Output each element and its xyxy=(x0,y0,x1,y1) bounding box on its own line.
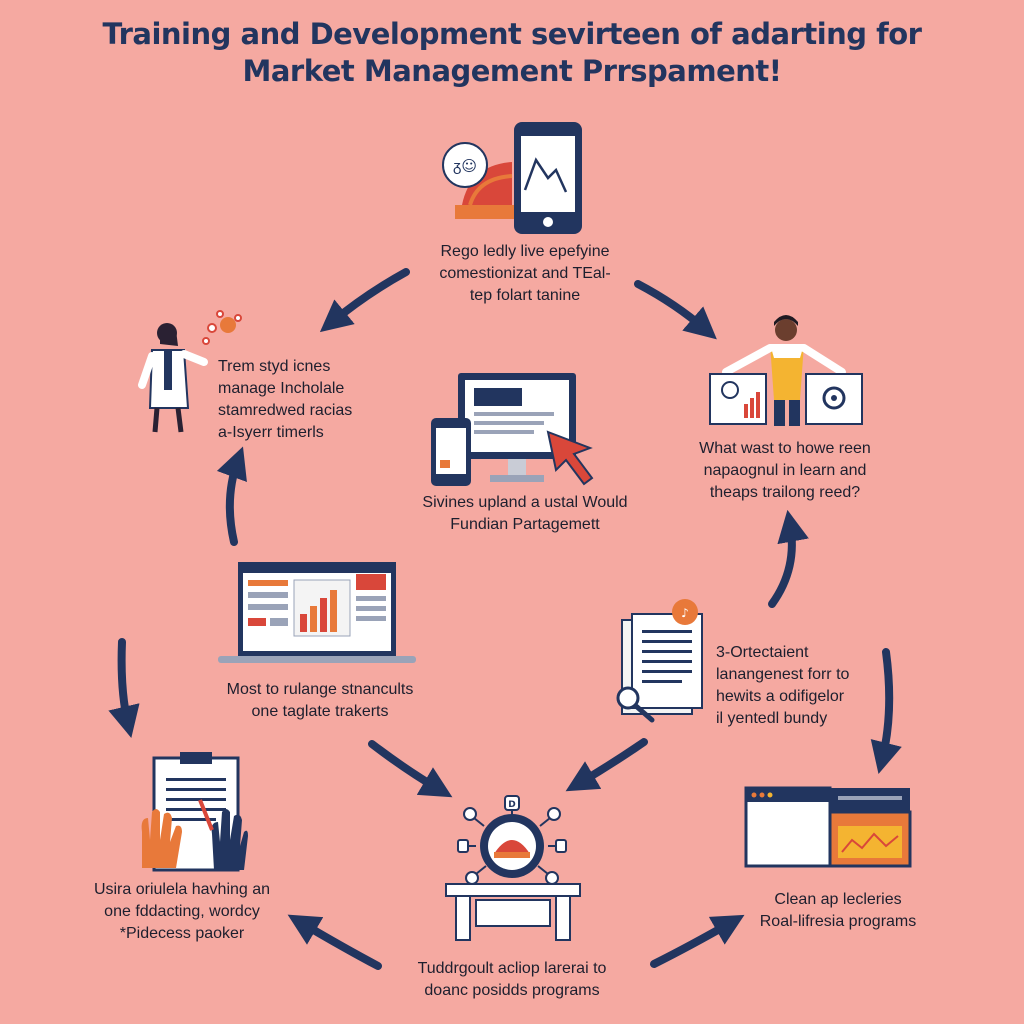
monitor-with-cursor-illustration xyxy=(431,373,594,486)
hand-navy-icon xyxy=(211,809,248,870)
caption-center-line-1: Sivines upland a ustal Would xyxy=(422,494,628,511)
phone-chart-illustration: ᵹ☺ xyxy=(442,122,582,234)
presenter-with-boards-illustration xyxy=(709,315,863,426)
browser-windows-illustration xyxy=(744,786,912,868)
hand-orange-icon xyxy=(141,809,182,868)
arrow-down-left-edge xyxy=(108,638,140,739)
caption-left-upper-line-4: a-Isyerr timerls xyxy=(218,424,324,441)
scientist-figure-icon xyxy=(138,310,242,433)
caption-right-upper-line-3: theaps trailong reed? xyxy=(709,484,861,501)
caption-bottom-left-line-3: *Pidecess paoker xyxy=(119,925,245,942)
title-line-2: Market Management Prrspament! xyxy=(242,54,783,88)
arrow-up-right-side xyxy=(768,509,809,608)
caption-left-upper-line-3: stamredwed racias xyxy=(218,402,353,419)
hub-badge-text: D xyxy=(508,800,515,810)
caption-center: Sivines upland a ustal Would Fundian Par… xyxy=(380,492,670,536)
caption-bottom-left-line-2: one fddacting, wordcy xyxy=(104,903,260,920)
chat-bubble-icon: ᵹ☺ xyxy=(442,142,488,188)
caption-left-upper-line-2: manage Incholale xyxy=(218,380,345,397)
arrow-top-to-right xyxy=(634,280,717,340)
caption-right-upper-line-1: What wast to howe reen xyxy=(699,440,871,457)
caption-bottom-center-line-1: Tuddrgoult acliop larerai to xyxy=(417,960,607,977)
caption-top-line-1: Rego ledly live epefyine xyxy=(440,243,610,260)
arrow-down-right-edge xyxy=(870,648,902,774)
caption-left-middle-line-1: Most to rulange stnancults xyxy=(226,681,414,698)
caption-bottom-left-line-1: Usira oriulela havhing an xyxy=(93,881,271,898)
chat-bubble-text: ᵹ☺ xyxy=(453,157,477,175)
title-line-1: Training and Development sevirteen of ad… xyxy=(102,17,923,51)
laptop-dashboard-illustration xyxy=(218,562,416,663)
caption-right-upper-line-2: napaognul in learn and xyxy=(703,462,867,479)
diagram-title: Training and Development sevirteen of ad… xyxy=(0,16,1024,90)
desk-icon xyxy=(445,883,581,897)
arrow-top-to-left xyxy=(319,268,410,333)
music-note-badge-icon xyxy=(672,599,698,625)
caption-bottom-center: Tuddrgoult acliop larerai to doanc posid… xyxy=(382,958,642,1002)
document-search-illustration: ♪ xyxy=(616,599,703,723)
arrow-to-hub-from-right xyxy=(565,738,648,792)
caption-bottom-right-line-2: Roal-lifresia programs xyxy=(759,913,917,930)
caption-bottom-center-line-2: doanc posidds programs xyxy=(424,982,600,999)
cycle-arrows xyxy=(108,268,902,970)
caption-top: Rego ledly live epefyine comestionizat a… xyxy=(380,241,670,307)
svg-text:♪: ♪ xyxy=(681,606,689,620)
arrow-bottom-to-left xyxy=(287,914,382,970)
caption-left-middle-line-2: one taglate trakerts xyxy=(251,703,389,720)
caption-right-middle-line-1: 3-Ortectaient xyxy=(716,644,809,661)
central-hub-illustration: D xyxy=(445,795,581,941)
caption-top-line-2: comestionizat and TEal- xyxy=(439,265,611,282)
clipboard-hands-illustration xyxy=(141,752,248,872)
arrow-up-left-side xyxy=(216,446,247,546)
caption-right-middle-line-3: hewits a odifigelor xyxy=(716,688,845,705)
caption-bottom-right-line-1: Clean ap lecleries xyxy=(774,891,902,908)
arrow-bottom-to-right xyxy=(650,914,745,968)
caption-right-middle-line-2: lanangenest forr to xyxy=(716,666,850,683)
caption-right-middle: 3-Ortectaient lanangenest forr to hewits… xyxy=(716,642,896,730)
caption-right-upper: What wast to howe reen napaognul in lear… xyxy=(670,438,900,504)
molecule-icon xyxy=(202,310,242,345)
caption-left-middle: Most to rulange stnancults one taglate t… xyxy=(190,679,450,723)
cursor-icon xyxy=(546,430,594,486)
magnifier-icon xyxy=(616,686,640,710)
caption-top-line-3: tep folart tanine xyxy=(469,287,581,304)
caption-bottom-right: Clean ap lecleries Roal-lifresia program… xyxy=(728,889,948,933)
caption-left-upper: Trem styd icnes manage Incholale stamred… xyxy=(218,356,418,444)
arrow-to-hub-from-left xyxy=(368,740,453,798)
caption-bottom-left: Usira oriulela havhing an one fddacting,… xyxy=(62,879,302,945)
caption-left-upper-line-1: Trem styd icnes xyxy=(218,358,331,375)
caption-center-line-2: Fundian Partagemett xyxy=(450,516,600,533)
caption-right-middle-line-4: il yentedl bundy xyxy=(716,710,828,727)
